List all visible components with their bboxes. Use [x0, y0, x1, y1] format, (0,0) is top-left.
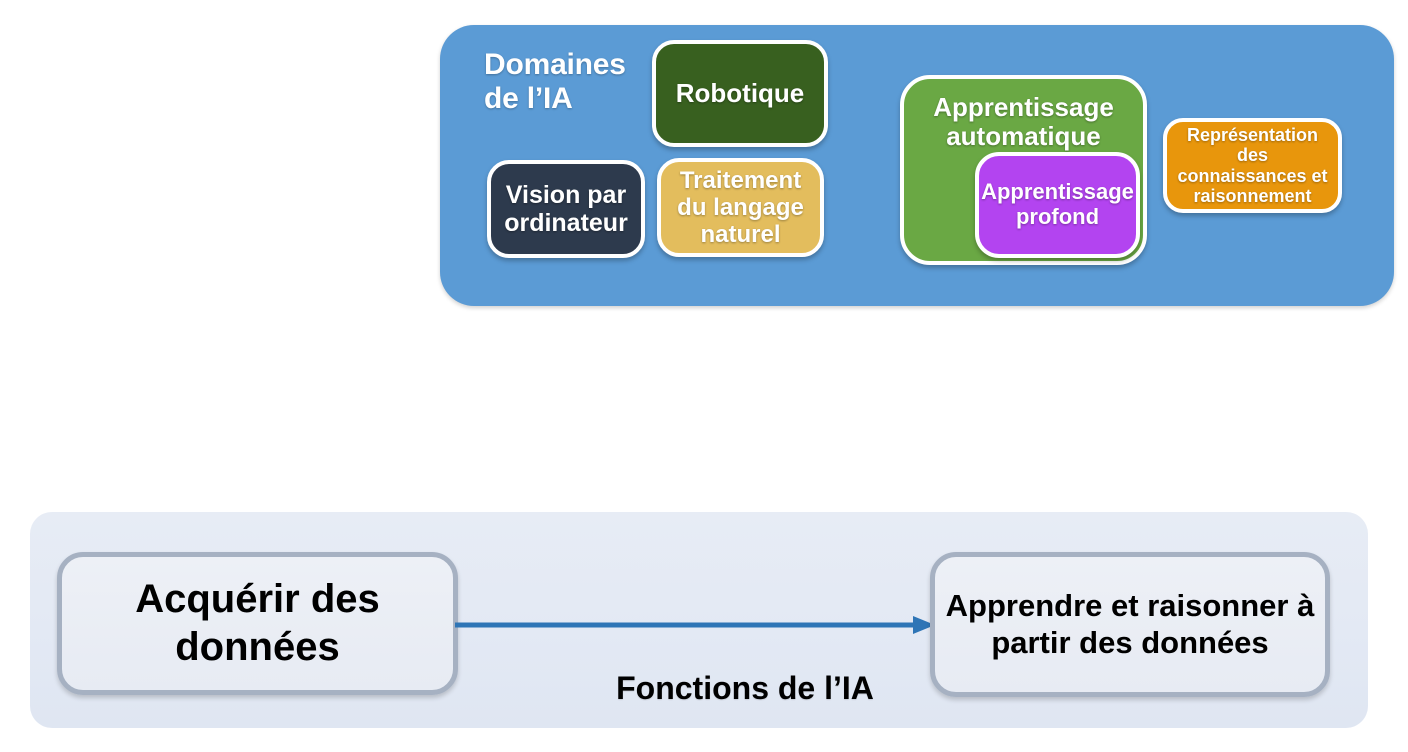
node-computer-vision-label: Vision par ordinateur [504, 180, 628, 237]
node-computer-vision[interactable]: Vision par ordinateur [487, 160, 645, 258]
node-deep-learning[interactable]: Apprentissage profond [975, 152, 1140, 258]
functions-panel-label: Fonctions de l’IA [616, 670, 874, 706]
domains-panel: Domaines de l’IA Robotique Vision par or… [440, 25, 1394, 306]
node-machine-learning-label: Apprentissage automatique [933, 92, 1114, 152]
functions-panel: Acquérir des données Apprendre et raison… [30, 512, 1368, 728]
function-box-learn-reason[interactable]: Apprendre et raisonner à partir des donn… [930, 552, 1330, 697]
domains-panel-title-line1: Domaines [484, 48, 626, 81]
function-box-acquire-data-label: Acquérir des données [135, 577, 380, 669]
node-knowledge-representation-label: Représentation des connaissances et rais… [1177, 124, 1328, 206]
flow-arrow-icon [455, 616, 935, 634]
node-deep-learning-label: Apprentissage profond [981, 179, 1134, 229]
node-natural-language-processing[interactable]: Traitement du langage naturel [657, 158, 824, 257]
function-box-learn-reason-label: Apprendre et raisonner à partir des donn… [945, 587, 1315, 660]
node-natural-language-processing-label: Traitement du langage naturel [677, 166, 804, 249]
domains-panel-title-line2: de l’IA [484, 81, 573, 115]
node-knowledge-representation[interactable]: Représentation des connaissances et rais… [1163, 118, 1342, 213]
node-robotique[interactable]: Robotique [652, 40, 828, 147]
function-box-acquire-data[interactable]: Acquérir des données [57, 552, 458, 695]
domains-panel-title: Domaines de l’IA [484, 48, 674, 115]
node-robotique-label: Robotique [675, 77, 805, 108]
